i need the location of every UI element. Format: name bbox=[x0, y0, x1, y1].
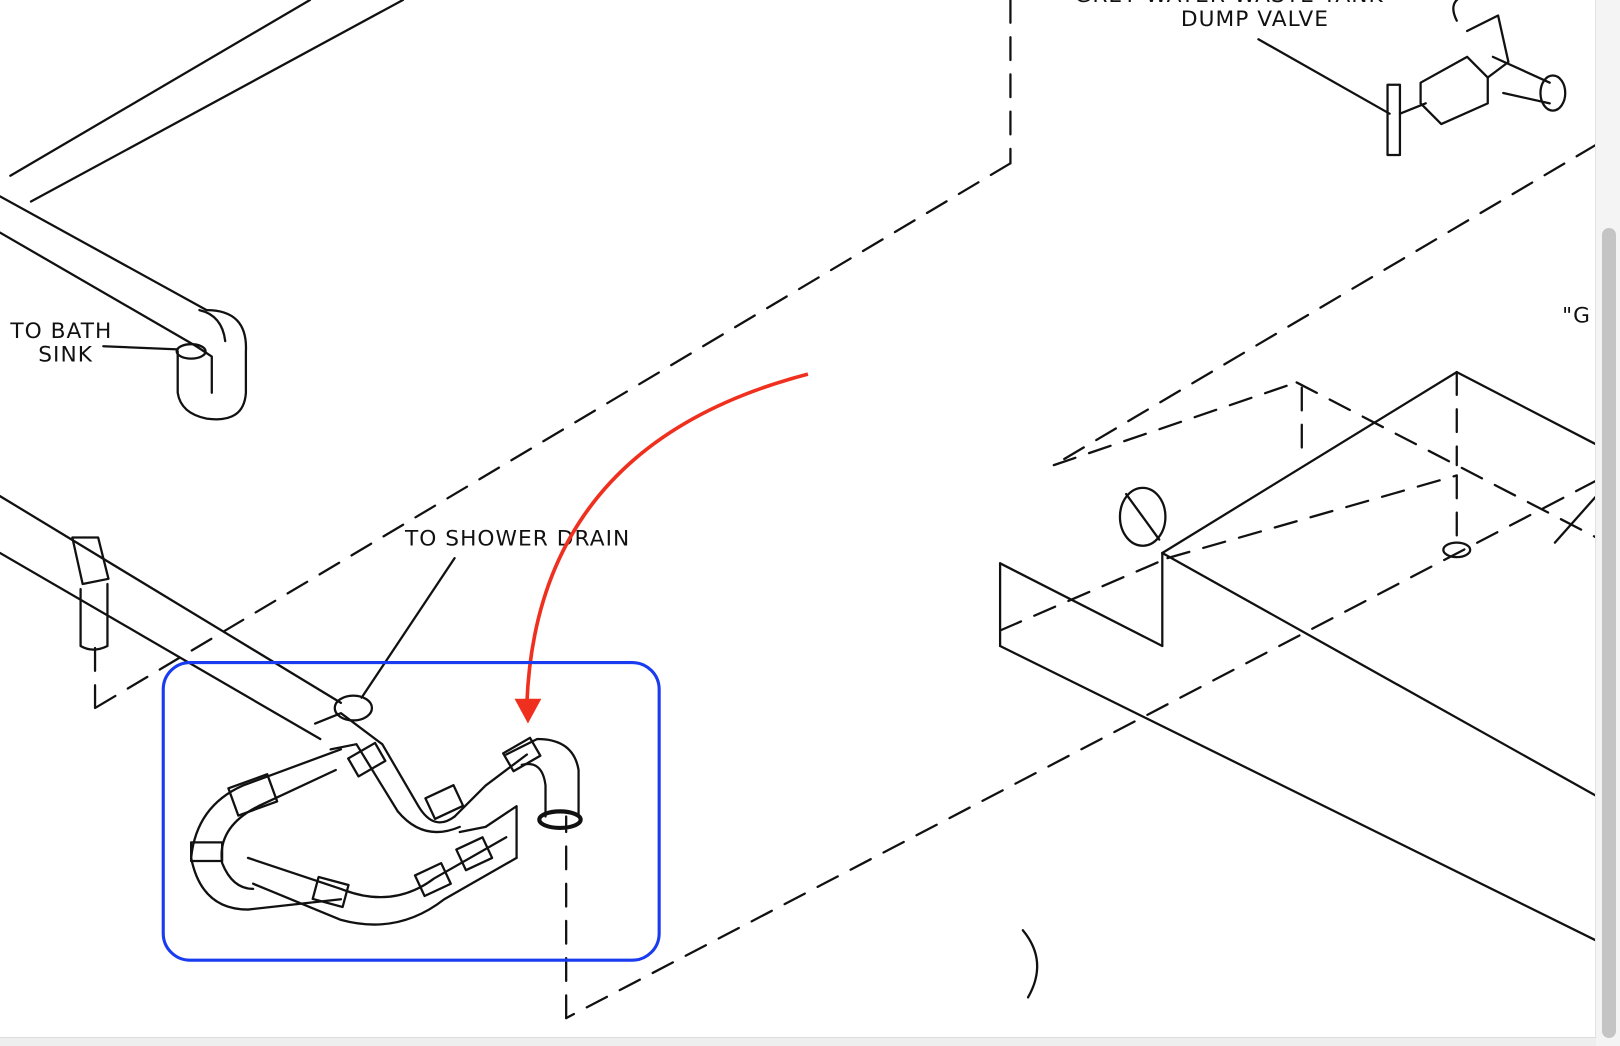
vertical-scrollbar[interactable] bbox=[1595, 0, 1620, 1046]
bath-sink-leader bbox=[102, 345, 179, 351]
label-dump-valve: DUMP VALVE bbox=[1181, 7, 1329, 32]
annotation-arrowhead bbox=[514, 698, 542, 724]
label-to-shower-drain: TO SHOWER DRAIN bbox=[404, 527, 630, 552]
label-to-bath: TO BATH bbox=[9, 319, 112, 344]
dump-valve bbox=[1257, 0, 1567, 157]
label-edge-partial: "G bbox=[1562, 303, 1591, 328]
annotation-arrow bbox=[525, 372, 809, 703]
upper-supply-pipe bbox=[9, 0, 405, 203]
shower-drain-trap bbox=[189, 557, 583, 926]
annotation-highlight-box bbox=[161, 660, 661, 962]
bath-sink-drain-pipe bbox=[0, 195, 248, 421]
floor-outline-dashed bbox=[93, 0, 1598, 1020]
label-grey-water-partial: GREY WATER WASTE TANK bbox=[1074, 0, 1383, 8]
scrollbar-thumb[interactable] bbox=[1602, 228, 1616, 1038]
lower-drain-pipe bbox=[0, 494, 343, 741]
bottom-edge bbox=[0, 1037, 1596, 1046]
tank-box bbox=[998, 370, 1598, 999]
label-sink: SINK bbox=[38, 343, 93, 368]
